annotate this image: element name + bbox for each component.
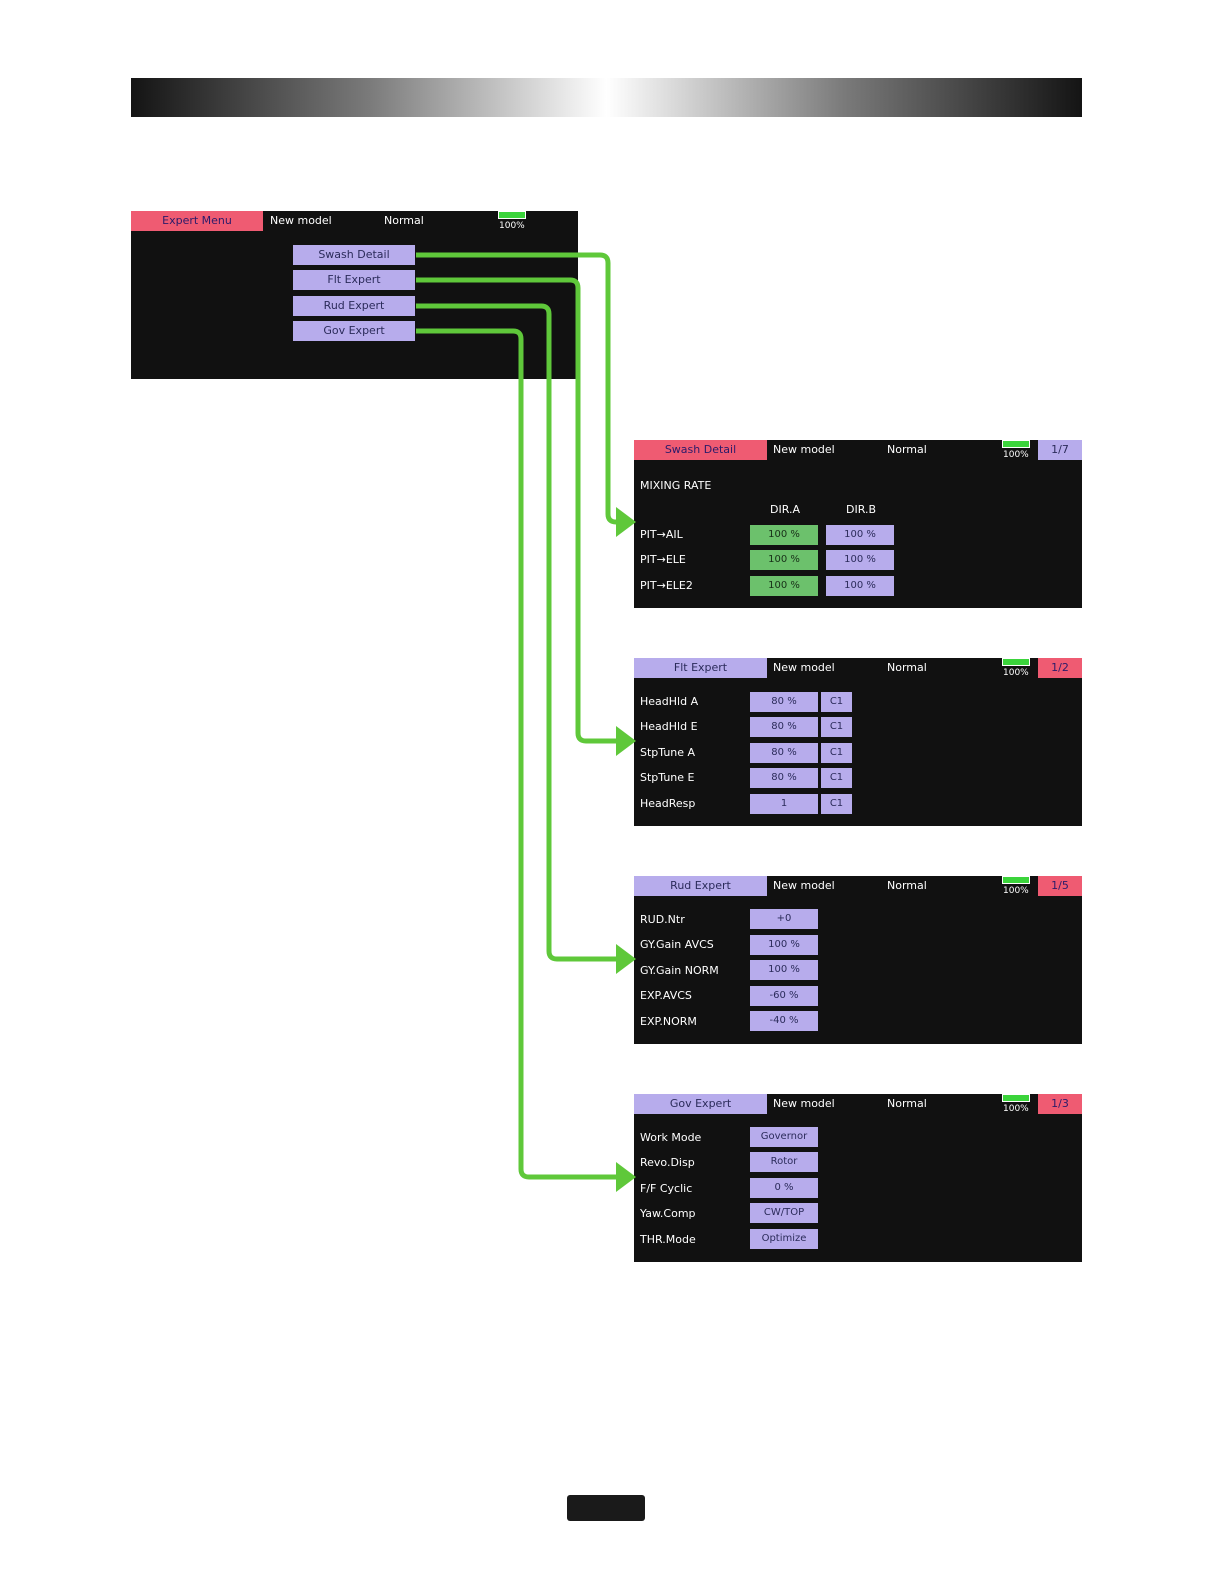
swash-detail-button[interactable]: Swash Detail bbox=[293, 245, 415, 265]
rate-value[interactable]: 80 % bbox=[750, 692, 818, 712]
battery-percent: 100% bbox=[1003, 1104, 1029, 1114]
flight-mode: Normal bbox=[887, 661, 927, 674]
dir-a-value[interactable]: 100 % bbox=[750, 576, 818, 596]
page-indicator[interactable]: 1/7 bbox=[1038, 440, 1082, 460]
row-label: F/F Cyclic bbox=[640, 1182, 693, 1195]
dir-b-value[interactable]: 100 % bbox=[826, 525, 894, 545]
dir-b-header: DIR.B bbox=[846, 503, 877, 516]
row-label: Revo.Disp bbox=[640, 1156, 695, 1169]
arrowhead-flt bbox=[616, 726, 636, 756]
param-value[interactable]: -60 % bbox=[750, 986, 818, 1006]
row-label: Work Mode bbox=[640, 1131, 702, 1144]
param-value[interactable]: Optimize bbox=[750, 1229, 818, 1249]
switch-value[interactable]: C1 bbox=[821, 692, 852, 712]
arrowhead-rud bbox=[616, 944, 636, 974]
page-indicator[interactable]: 1/3 bbox=[1038, 1094, 1082, 1114]
arrow-swash-detail bbox=[416, 252, 622, 525]
page-number-tab bbox=[567, 1495, 645, 1521]
rate-value[interactable]: 80 % bbox=[750, 743, 818, 763]
rud-expert-screen: Rud Expert New model Normal 100% 1/5 RUD… bbox=[634, 876, 1082, 1044]
dir-a-value[interactable]: 100 % bbox=[750, 550, 818, 570]
row-label: RUD.Ntr bbox=[640, 913, 685, 926]
rate-value[interactable]: 80 % bbox=[750, 717, 818, 737]
battery-icon bbox=[1002, 440, 1030, 448]
switch-value[interactable]: C1 bbox=[821, 743, 852, 763]
flight-mode: Normal bbox=[887, 443, 927, 456]
expert-menu-screen: Expert Menu New model Normal 100% Swash … bbox=[131, 211, 578, 379]
model-name: New model bbox=[773, 1097, 835, 1110]
switch-value[interactable]: C1 bbox=[821, 794, 852, 814]
param-value[interactable]: 100 % bbox=[750, 935, 818, 955]
rate-value[interactable]: 80 % bbox=[750, 768, 818, 788]
row-label: GY.Gain NORM bbox=[640, 964, 719, 977]
flt-expert-screen: Flt Expert New model Normal 100% 1/2 Hea… bbox=[634, 658, 1082, 826]
dir-a-value[interactable]: 100 % bbox=[750, 525, 818, 545]
screen-title: Flt Expert bbox=[634, 658, 767, 678]
battery-percent: 100% bbox=[1003, 886, 1029, 896]
page-indicator[interactable]: 1/2 bbox=[1038, 658, 1082, 678]
row-label: HeadHld E bbox=[640, 720, 698, 733]
battery-percent: 100% bbox=[1003, 668, 1029, 678]
swash-detail-screen: Swash Detail New model Normal 100% 1/7 M… bbox=[634, 440, 1082, 608]
model-name: New model bbox=[773, 443, 835, 456]
screen-title: Gov Expert bbox=[634, 1094, 767, 1114]
arrowhead-swash bbox=[616, 507, 636, 537]
section-header-bar bbox=[131, 78, 1082, 117]
param-value[interactable]: CW/TOP bbox=[750, 1203, 818, 1223]
row-label: EXP.NORM bbox=[640, 1015, 697, 1028]
row-label: GY.Gain AVCS bbox=[640, 938, 714, 951]
arrowhead-gov bbox=[616, 1162, 636, 1192]
row-label: HeadHld A bbox=[640, 695, 699, 708]
battery-icon bbox=[1002, 1094, 1030, 1102]
switch-value[interactable]: C1 bbox=[821, 717, 852, 737]
row-label: PIT→ELE2 bbox=[640, 579, 693, 592]
battery-icon bbox=[1002, 876, 1030, 884]
battery-percent: 100% bbox=[499, 221, 525, 231]
param-value[interactable]: +0 bbox=[750, 909, 818, 929]
row-label: Yaw.Comp bbox=[640, 1207, 696, 1220]
flight-mode: Normal bbox=[887, 879, 927, 892]
screen-title: Rud Expert bbox=[634, 876, 767, 896]
screen-title: Swash Detail bbox=[634, 440, 767, 460]
param-value[interactable]: 0 % bbox=[750, 1178, 818, 1198]
row-label: PIT→AIL bbox=[640, 528, 683, 541]
flight-mode: Normal bbox=[384, 214, 424, 227]
model-name: New model bbox=[773, 661, 835, 674]
param-value[interactable]: -40 % bbox=[750, 1011, 818, 1031]
row-label: THR.Mode bbox=[640, 1233, 696, 1246]
switch-value[interactable]: C1 bbox=[821, 768, 852, 788]
battery-icon bbox=[1002, 658, 1030, 666]
row-label: HeadResp bbox=[640, 797, 696, 810]
arrow-gov-expert bbox=[416, 328, 622, 1180]
param-value[interactable]: Rotor bbox=[750, 1152, 818, 1172]
rate-value[interactable]: 1 bbox=[750, 794, 818, 814]
page-indicator[interactable]: 1/5 bbox=[1038, 876, 1082, 896]
row-label: EXP.AVCS bbox=[640, 989, 692, 1002]
arrow-flt-expert bbox=[416, 277, 622, 744]
dir-a-header: DIR.A bbox=[770, 503, 800, 516]
dir-b-value[interactable]: 100 % bbox=[826, 576, 894, 596]
flight-mode: Normal bbox=[887, 1097, 927, 1110]
param-value[interactable]: Governor bbox=[750, 1127, 818, 1147]
arrow-rud-expert bbox=[416, 303, 622, 962]
battery-icon bbox=[498, 211, 526, 219]
row-label: StpTune E bbox=[640, 771, 695, 784]
rud-expert-button[interactable]: Rud Expert bbox=[293, 296, 415, 316]
gov-expert-screen: Gov Expert New model Normal 100% 1/3 Wor… bbox=[634, 1094, 1082, 1262]
model-name: New model bbox=[773, 879, 835, 892]
dir-b-value[interactable]: 100 % bbox=[826, 550, 894, 570]
row-label: StpTune A bbox=[640, 746, 696, 759]
flt-expert-button[interactable]: Flt Expert bbox=[293, 270, 415, 290]
model-name: New model bbox=[270, 214, 332, 227]
row-label: PIT→ELE bbox=[640, 553, 686, 566]
battery-percent: 100% bbox=[1003, 450, 1029, 460]
param-value[interactable]: 100 % bbox=[750, 960, 818, 980]
screen-title: Expert Menu bbox=[131, 211, 263, 231]
section-label: MIXING RATE bbox=[640, 479, 712, 492]
gov-expert-button[interactable]: Gov Expert bbox=[293, 321, 415, 341]
